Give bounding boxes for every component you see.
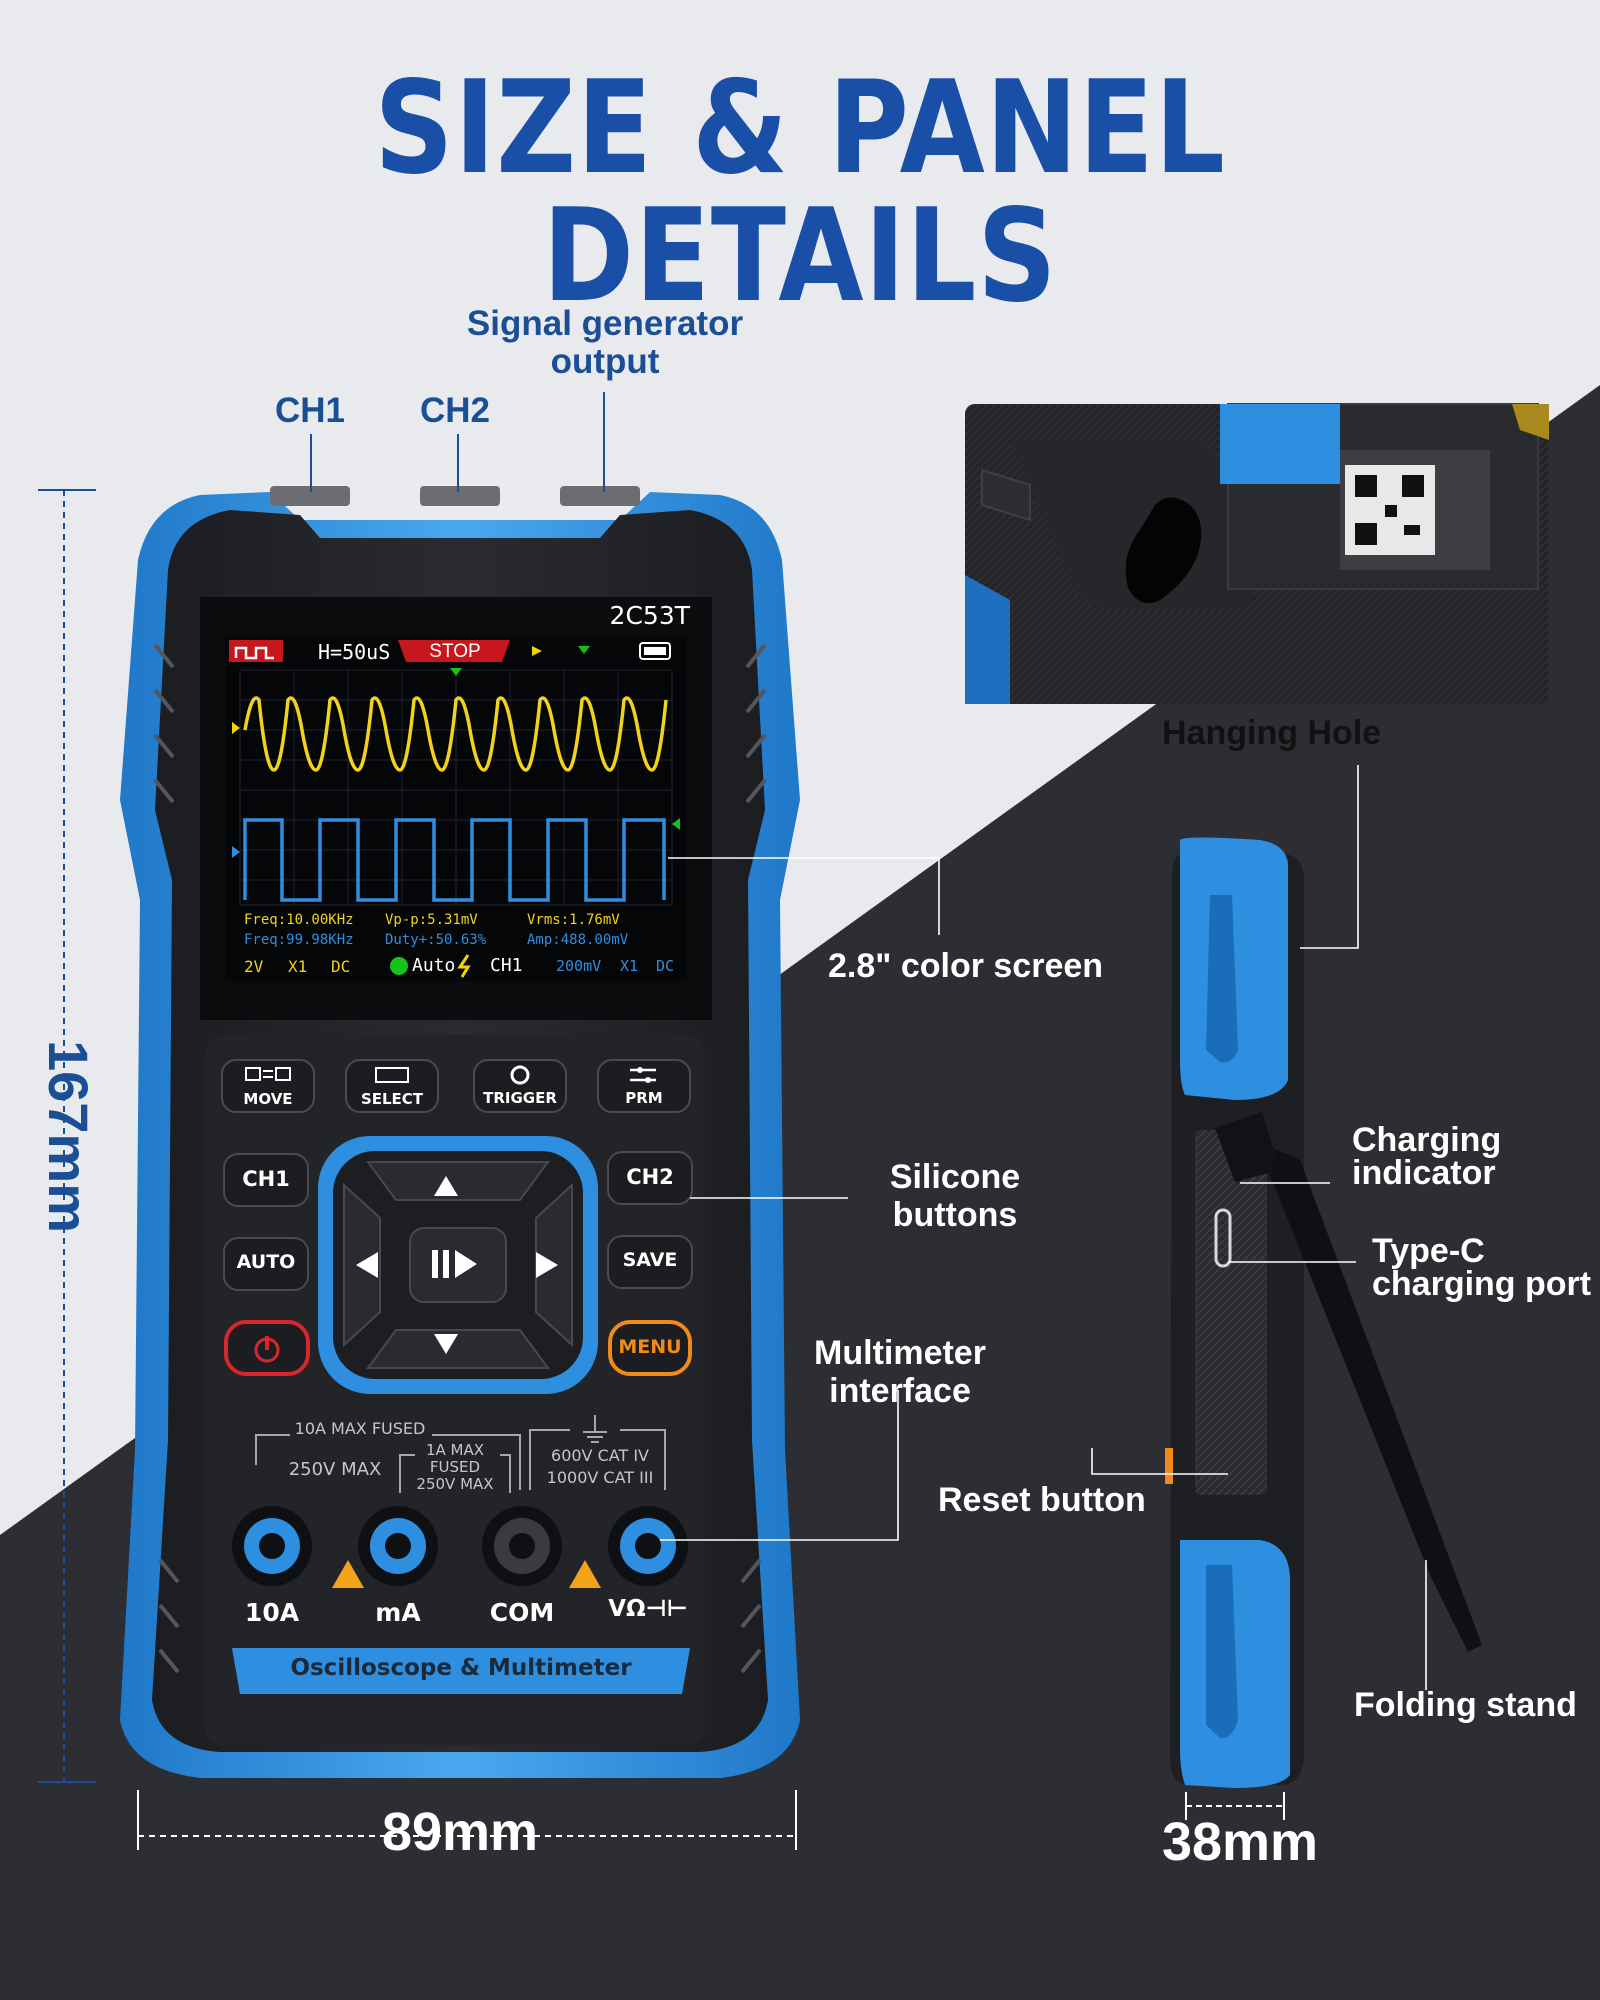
move-button[interactable]: MOVE bbox=[243, 1090, 293, 1108]
panel-250v-max: 250V MAX bbox=[288, 1459, 382, 1480]
panel-cat-rating: 600V CAT IV 1000V CAT III bbox=[546, 1446, 654, 1487]
screen-ch2-coupling: DC bbox=[656, 957, 675, 975]
label-type-c-port: Type-C charging port bbox=[1372, 1232, 1592, 1303]
ch1-button[interactable]: CH1 bbox=[242, 1167, 290, 1191]
label-charging-indicator: Charging indicator bbox=[1352, 1121, 1502, 1192]
ch1-waveform bbox=[243, 696, 668, 772]
label-folding-stand: Folding stand bbox=[1354, 1686, 1577, 1724]
jack-label-com: COM bbox=[489, 1598, 555, 1627]
nav-down-button[interactable] bbox=[368, 1330, 548, 1370]
screen-vpp: Vp-p:5.31mV bbox=[385, 912, 478, 928]
screen-ch1-coupling: DC bbox=[331, 957, 351, 976]
run-stop-button[interactable] bbox=[410, 1228, 506, 1302]
page-title: SIZE & PANEL DETAILS bbox=[374, 54, 1226, 331]
nav-right-button[interactable] bbox=[536, 1218, 574, 1314]
screen-trigger-mode: Auto bbox=[412, 955, 456, 976]
nav-left-button[interactable] bbox=[344, 1218, 382, 1314]
jack-10a-graphic bbox=[232, 1506, 312, 1586]
label-ch1: CH1 bbox=[274, 391, 346, 430]
label-silicone-buttons: Silicone buttons bbox=[889, 1158, 1021, 1234]
power-button[interactable] bbox=[226, 1322, 308, 1374]
label-hanging-hole: Hanging Hole bbox=[1162, 714, 1382, 752]
label-reset-button: Reset button bbox=[938, 1481, 1146, 1519]
save-button[interactable]: SAVE bbox=[622, 1249, 678, 1271]
screen-ch2-probe: X1 bbox=[620, 957, 639, 975]
brand-strip-text: Oscilloscope & Multimeter bbox=[290, 1655, 632, 1681]
jack-ma-graphic bbox=[358, 1506, 438, 1586]
screen-ch2-frequency: Freq:99.98KHz bbox=[244, 932, 354, 948]
trigger-button[interactable]: TRIGGER bbox=[483, 1089, 557, 1107]
label-ch2: CH2 bbox=[419, 391, 491, 430]
label-signal-generator: Signal generator output bbox=[466, 304, 744, 381]
screen-run-state: STOP bbox=[429, 641, 481, 662]
screen-trigger-source: CH1 bbox=[490, 955, 523, 976]
jack-label-voltage: VΩ⊣⊢ bbox=[608, 1596, 688, 1622]
screen-ch2-scale: 200mV bbox=[556, 957, 602, 975]
prm-button[interactable]: PRM bbox=[625, 1089, 663, 1107]
screen-timebase: H=50uS bbox=[318, 640, 391, 664]
jack-com-graphic bbox=[482, 1506, 562, 1586]
nav-up-button[interactable] bbox=[368, 1162, 548, 1202]
menu-button[interactable]: MENU bbox=[618, 1336, 682, 1358]
screen-duty: Duty+:50.63% bbox=[385, 932, 487, 948]
width-dimension: 89mm bbox=[381, 1802, 539, 1862]
label-multimeter-interface: Multimeter interface bbox=[814, 1334, 986, 1410]
jack-label-10a: 10A bbox=[244, 1598, 300, 1627]
ch2-button[interactable]: CH2 bbox=[626, 1165, 674, 1189]
select-button[interactable]: SELECT bbox=[360, 1090, 424, 1108]
ch2-waveform bbox=[243, 818, 666, 902]
screen-ch1-probe: X1 bbox=[288, 957, 308, 976]
screen-ch1-frequency: Freq:10.00KHz bbox=[244, 912, 354, 928]
screen-vrms: Vrms:1.76mV bbox=[527, 912, 620, 928]
jack-label-ma: mA bbox=[375, 1598, 421, 1627]
auto-button[interactable]: AUTO bbox=[236, 1251, 296, 1273]
jack-voltage-graphic bbox=[608, 1506, 688, 1586]
label-color-screen: 2.8" color screen bbox=[828, 947, 1104, 985]
screen-ch1-scale: 2V bbox=[244, 957, 264, 976]
panel-1a-fused: 1A MAX FUSED 250V MAX bbox=[416, 1441, 494, 1493]
hanging-hole-photo bbox=[965, 403, 1549, 704]
height-dimension: 167mm bbox=[37, 1040, 100, 1234]
panel-10a-fused: 10A MAX FUSED bbox=[294, 1419, 426, 1438]
model-number: 2C53T bbox=[609, 601, 690, 630]
screen-amplitude: Amp:488.00mV bbox=[527, 932, 629, 948]
depth-dimension: 38mm bbox=[1161, 1812, 1319, 1872]
